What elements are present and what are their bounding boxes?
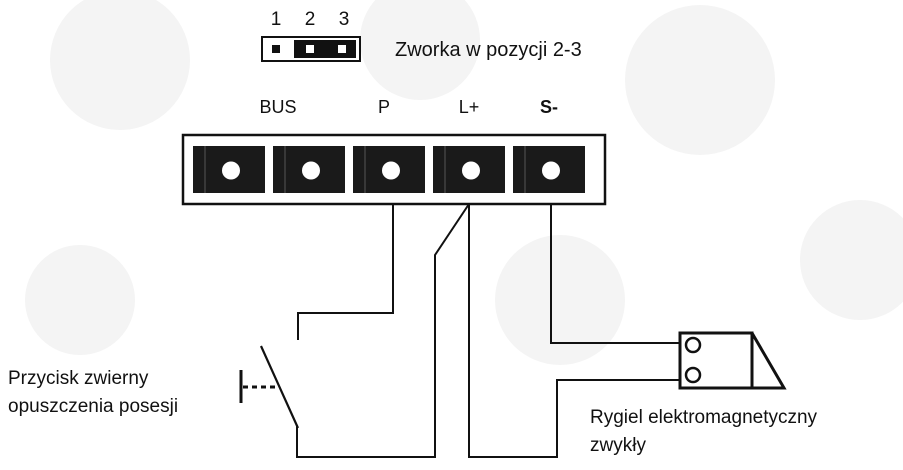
terminal-label-p: P — [378, 97, 390, 117]
electromagnetic-lock — [678, 331, 787, 390]
jumper-label: Zworka w pozycji 2-3 — [395, 39, 582, 61]
jumper-pin-number: 1 — [271, 9, 282, 30]
terminal-block — [181, 133, 607, 206]
terminal-labels: BUS P L+ S- — [259, 97, 558, 117]
push-button-contact — [259, 345, 300, 429]
terminal-screw — [222, 161, 240, 180]
jumper-pin-2 — [306, 45, 314, 53]
terminal-screw — [462, 161, 480, 180]
terminal-label-bus: BUS — [259, 97, 296, 117]
wiring — [296, 203, 686, 458]
lock-label-line2: zwykły — [590, 435, 646, 456]
jumper-pin-number: 2 — [305, 9, 316, 30]
jumper: 1 2 3 Zworka w pozycji 2-3 — [261, 9, 582, 62]
button-label-line1: Przycisk zwierny — [8, 368, 149, 389]
lock-bolt — [750, 332, 787, 390]
lock-terminal-lower — [684, 366, 702, 384]
wire-l-plus-lock — [468, 204, 686, 458]
terminal-label-s-minus: S- — [540, 97, 558, 117]
wire-p — [297, 204, 394, 340]
terminal-screw — [382, 161, 400, 180]
wire-l-plus-button — [296, 203, 470, 458]
push-button-symbol — [239, 345, 300, 429]
terminal-cells — [193, 146, 585, 193]
button-label-line2: opuszczenia posesji — [8, 396, 178, 417]
wire-s-minus — [550, 204, 686, 344]
terminal-screw — [302, 161, 320, 180]
lock-terminal-upper — [684, 336, 702, 354]
watermark — [25, 0, 903, 365]
jumper-cap — [294, 40, 356, 58]
terminal-screw — [542, 161, 560, 180]
lock-label-line1: Rygiel elektromagnetyczny — [590, 407, 818, 428]
jumper-pin-number: 3 — [339, 9, 350, 30]
terminal-label-l-plus: L+ — [459, 97, 480, 117]
jumper-pin-1 — [272, 45, 280, 53]
jumper-pin-3 — [338, 45, 346, 53]
